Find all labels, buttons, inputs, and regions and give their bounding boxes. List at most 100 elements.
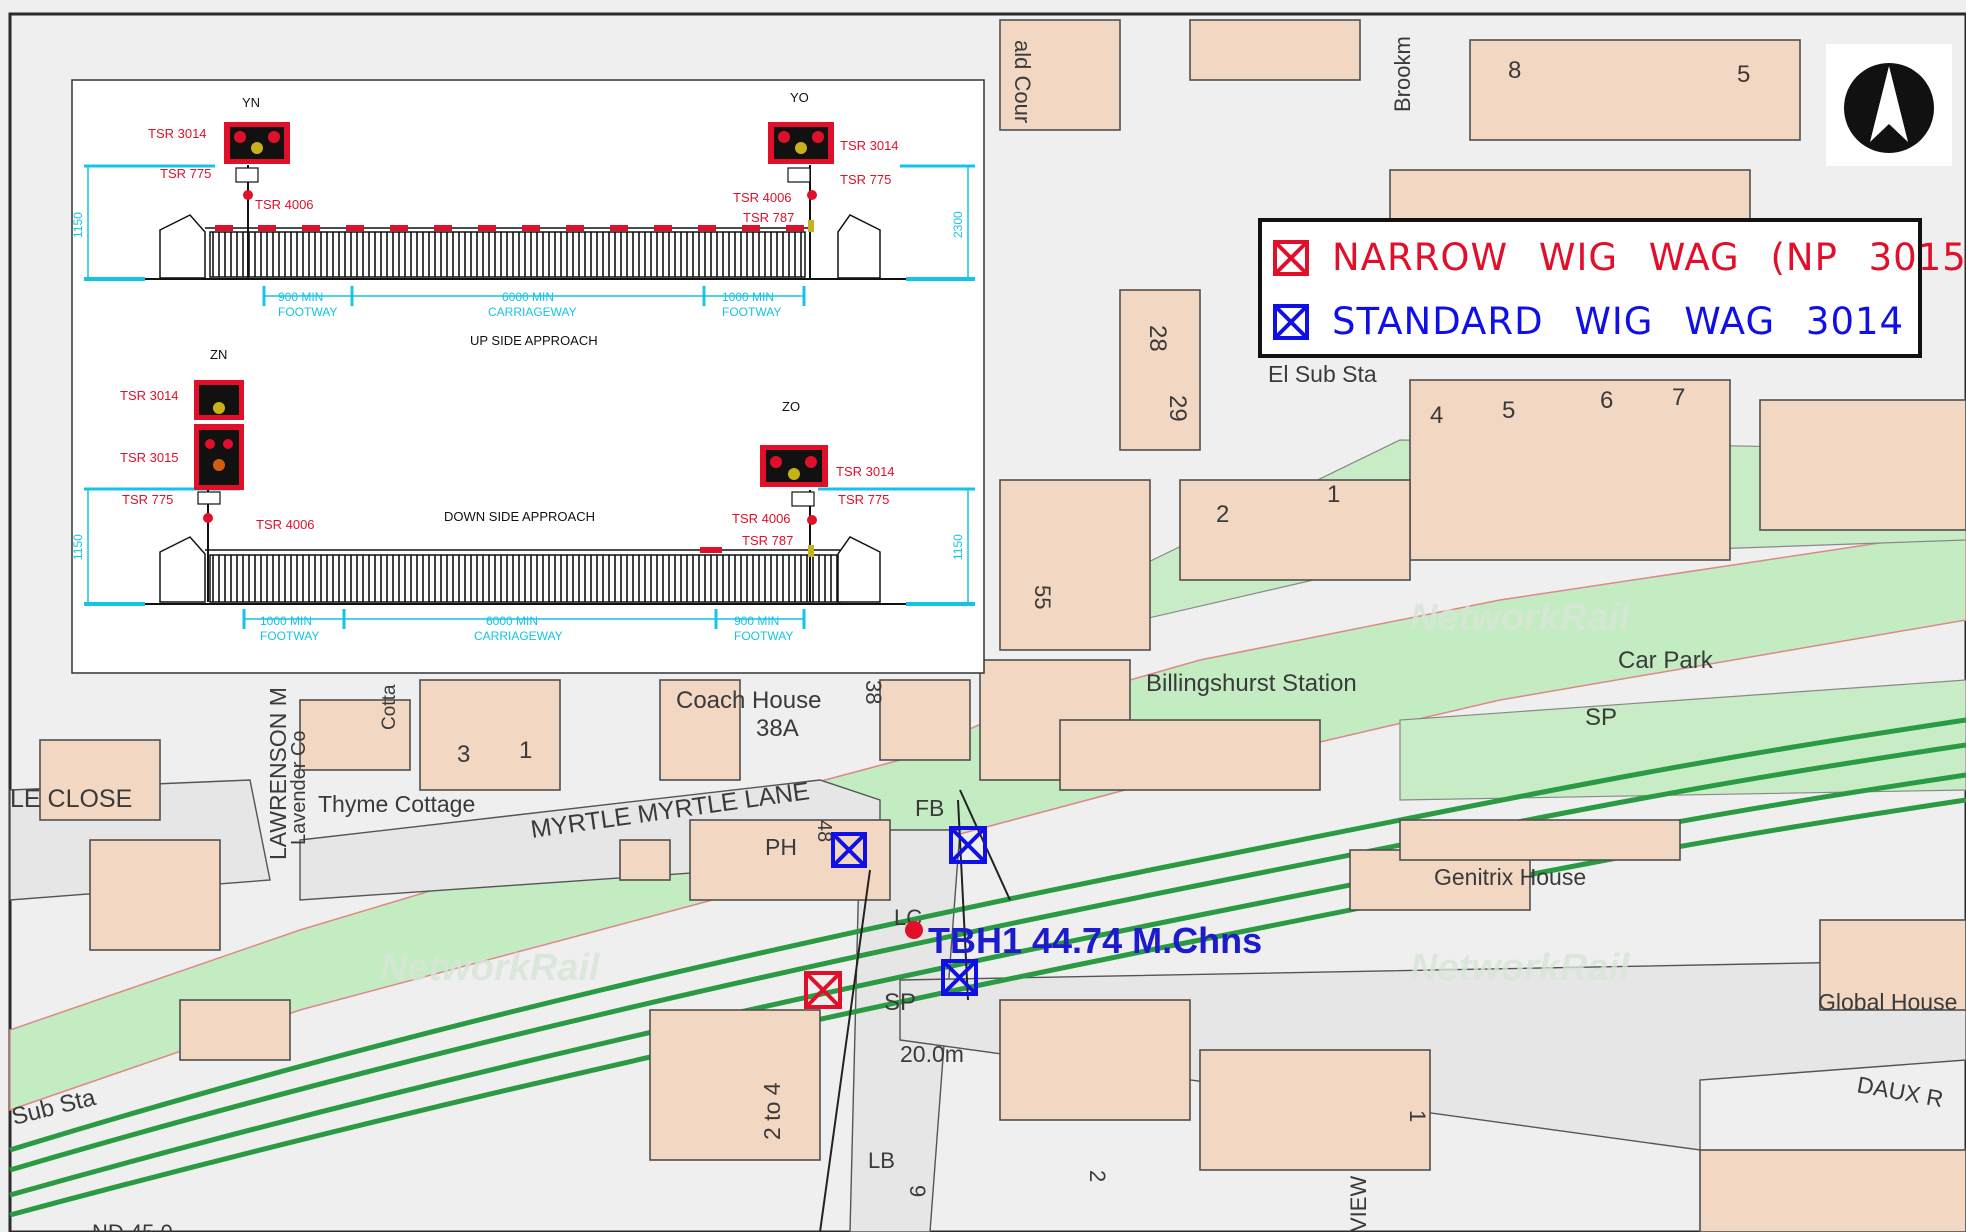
genitrix-label: Genitrix House (1434, 864, 1586, 890)
dimension-label: 900 MIN (734, 614, 779, 628)
number-label: 8 (1508, 57, 1521, 84)
legend-row-standard: STANDARD WIG WAG 3014 (1272, 300, 1904, 343)
dimension-label: CARRIAGEWAY (474, 629, 563, 643)
brookmead-label: Brookm (1390, 36, 1415, 112)
lawrenson-label: LAWRENSON M (265, 687, 291, 860)
green-area-east (1399, 679, 1966, 801)
tsr-label: TSR 775 (840, 172, 891, 187)
tsr-label: TSR 787 (743, 210, 794, 225)
tsr-label: TSR 4006 (256, 517, 315, 532)
up-side-approach: 1150 2300 (71, 90, 975, 348)
number-label: 6 (1600, 387, 1613, 414)
level-crossing-point (905, 921, 923, 939)
dimension-label: CARRIAGEWAY (488, 305, 577, 319)
watermark-text: NetworkRail (380, 947, 601, 989)
car-park-label: Car Park (1618, 647, 1714, 674)
approach-title: DOWN SIDE APPROACH (444, 509, 595, 524)
north-arrow-icon (1844, 63, 1934, 153)
number-label: 3 (457, 741, 470, 768)
tsr-label: TSR 4006 (255, 197, 314, 212)
number-label: 2 to 4 (759, 1082, 785, 1140)
number-label: 5 (1502, 397, 1515, 424)
view-label: VIEW (1346, 1176, 1371, 1232)
legend-label: NARROW WIG WAG (NP 3015) (1332, 236, 1966, 279)
lavender-label: Lavender Co (288, 730, 310, 845)
legend-label: STANDARD WIG WAG 3014 (1332, 300, 1905, 343)
legend: NARROW WIG WAG (NP 3015) STANDARD WIG WA… (1258, 218, 1966, 358)
sp-label: SP (1585, 704, 1617, 731)
number-label: 28 (1144, 325, 1171, 352)
number-label: 4 (1430, 402, 1443, 429)
number-label: 55 (1030, 585, 1055, 609)
ph-label: PH (765, 834, 797, 860)
tsr-label: TSR 787 (742, 533, 793, 548)
red-crossed-box-icon (1273, 239, 1309, 276)
buildings (39, 19, 1966, 1232)
tsr-label: TSR 4006 (733, 190, 792, 205)
lb-label: LB (868, 1148, 895, 1173)
legend-row-narrow: NARROW WIG WAG (NP 3015) (1272, 236, 1966, 279)
blue-crossed-box-icon (949, 826, 987, 864)
height-dimension: 1150 (71, 534, 85, 560)
tsr-label: TSR 4006 (732, 511, 791, 526)
tsr-label: TSR 775 (122, 492, 173, 507)
number-label: 48 (813, 820, 835, 842)
global-house-label: Global House (1818, 989, 1957, 1015)
tsr-label: TSR 3015 (120, 450, 179, 465)
signal-label: YN (242, 95, 260, 110)
dimension-label: 1000 MIN (722, 290, 774, 304)
approach-title: UP SIDE APPROACH (470, 333, 598, 348)
dimension-label: FOOTWAY (734, 629, 793, 643)
watermark-text: NetworkRail (1410, 947, 1631, 989)
blue-crossed-box-icon (1273, 303, 1309, 340)
tsr-label: TSR 3014 (836, 464, 895, 479)
number-label: 2 (1085, 1170, 1110, 1182)
dimension-label: 6000 MIN (486, 614, 538, 628)
watermark-text: NetworkRail (1410, 597, 1631, 639)
crossing-id-label: TBH1 44.74 M.Chns (928, 920, 1262, 961)
blue-crossed-box-icon (831, 832, 867, 868)
tsr-label: TSR 775 (838, 492, 889, 507)
tsr-label: TSR 3014 (148, 126, 207, 141)
railway-tracks (9, 717, 1966, 1218)
dimension-label: FOOTWAY (260, 629, 319, 643)
down-side-approach: 1150 1150 (71, 347, 975, 643)
number-label: 5 (1737, 61, 1750, 88)
number-label: 2 (1216, 501, 1229, 528)
coach-house-label: Coach House (676, 687, 821, 714)
crossing-diagram-inset: 1150 2300 (71, 79, 985, 674)
signal-label: ZN (210, 347, 227, 362)
court-label: ald Cour (1010, 40, 1035, 123)
map-frame (8, 12, 1966, 1232)
signal-label: ZO (782, 399, 800, 414)
thyme-cottage-label: Thyme Cottage (318, 791, 475, 817)
sp-label: SP (884, 989, 916, 1016)
station-label: Billingshurst Station (1146, 670, 1357, 697)
number-label: 38 (861, 680, 886, 704)
tsr-label: TSR 3014 (120, 388, 179, 403)
height-dimension: 1150 (71, 212, 85, 238)
tsr-label: TSR 775 (160, 166, 211, 181)
number-label: 9 (905, 1185, 930, 1197)
el-sub-sta-label: El Sub Sta (1268, 361, 1377, 387)
signal-label: YO (790, 90, 809, 105)
height-dimension: 2300 (951, 211, 965, 238)
number-label: 7 (1672, 384, 1685, 411)
red-crossed-box-icon (804, 971, 842, 1009)
dimension-label: FOOTWAY (722, 305, 781, 319)
number-label: 1 (1405, 1110, 1430, 1122)
nd-label: ND 45.0 (92, 1220, 173, 1232)
number-label: 38A (756, 715, 799, 742)
height-label: 20.0m (900, 1041, 964, 1067)
number-label: 29 (1164, 395, 1191, 422)
dimension-label: 900 MIN (278, 290, 323, 304)
dimension-label: 6000 MIN (502, 290, 554, 304)
blue-crossed-box-icon (941, 959, 978, 996)
dimension-label: 1000 MIN (260, 614, 312, 628)
fb-label: FB (915, 795, 944, 821)
cottage-label: Cotta (379, 684, 400, 730)
dimension-label: FOOTWAY (278, 305, 337, 319)
number-label: 1 (1327, 481, 1340, 508)
